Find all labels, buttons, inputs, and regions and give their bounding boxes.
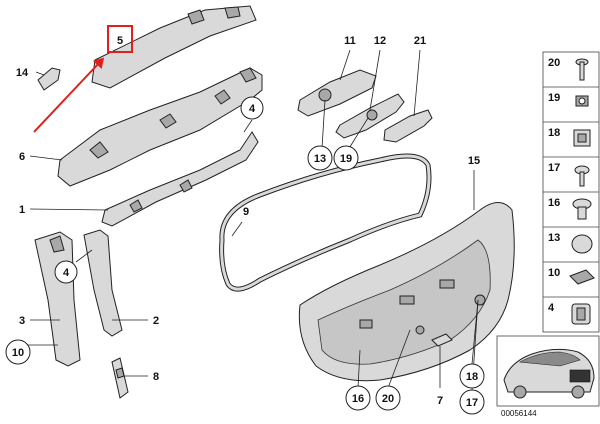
pad-icon [569,269,595,285]
callout-5: 5 [117,35,123,47]
panel-label-20: 20 [548,57,560,69]
callout-15: 15 [468,155,480,167]
small-parts-panel: 20 19 18 17 16 13 10 4 [542,51,600,333]
part-9-seal[interactable] [219,153,432,292]
vehicle-thumbnail [496,335,600,407]
part-21-bracket[interactable] [383,109,433,143]
part-12-bracket[interactable] [335,93,405,139]
callout-17-circle: 17 [459,389,485,415]
panel-label-4: 4 [548,302,555,314]
callout-12: 12 [374,35,386,47]
callout-19-circle: 19 [333,145,359,171]
part-3-pillar-trim[interactable] [34,231,81,367]
panel-label-16: 16 [548,197,560,209]
diagram-code: 00056144 [501,409,537,418]
callout-7: 7 [437,395,443,407]
callout-3: 3 [19,315,25,327]
panel-label-13: 13 [548,232,560,244]
part-11-bracket[interactable] [297,69,377,117]
svg-text:10: 10 [12,347,24,359]
leader-lines [26,49,479,391]
svg-text:16: 16 [352,393,364,405]
svg-text:4: 4 [249,103,256,115]
callout-20-circle: 20 [375,385,401,411]
highlight-arrowhead [92,57,105,70]
callout-16-circle: 16 [345,385,371,411]
callout-4-circle-b: 4 [54,260,78,284]
screw-icon [575,58,589,81]
part-8-bracket[interactable] [111,357,129,399]
callout-13-circle: 13 [307,145,333,171]
callout-9: 9 [243,206,249,218]
part-6-carrier-panel[interactable] [57,67,263,187]
callout-14: 14 [16,67,29,79]
svg-text:20: 20 [382,393,394,405]
nut-icon [575,95,589,107]
svg-text:18: 18 [466,371,478,383]
svg-text:4: 4 [63,267,70,279]
clip-nut-icon [573,129,591,147]
highlight-box [107,25,133,53]
svg-text:17: 17 [466,397,478,409]
part-5-trim-strip[interactable] [91,5,257,89]
callout-21: 21 [414,35,426,47]
panel-label-19: 19 [548,92,560,104]
expanding-rivet-icon [572,198,592,220]
callout-18-circle: 18 [459,363,485,389]
panel-label-18: 18 [548,127,560,139]
grommet-clip-icon [571,303,591,325]
part-15-tailgate-panel[interactable] [298,202,515,382]
callout-11: 11 [344,35,356,47]
part-14-clip[interactable] [37,67,61,91]
panel-label-17: 17 [548,162,560,174]
part-1-lower-trim[interactable] [101,131,259,227]
screw-icon-2 [574,165,590,187]
callout-6: 6 [19,151,25,163]
svg-text:19: 19 [340,153,352,165]
callout-1: 1 [19,204,25,216]
callout-8: 8 [153,371,159,383]
callout-4-circle-a: 4 [240,96,264,120]
part-2-pillar-trim[interactable] [83,229,123,337]
svg-text:13: 13 [314,153,326,165]
callout-10-circle: 10 [5,339,31,365]
callout-2: 2 [153,315,159,327]
cap-icon [571,234,593,254]
panel-label-10: 10 [548,267,560,279]
highlight-arrow [33,61,101,133]
part-7-clip[interactable] [431,333,453,347]
